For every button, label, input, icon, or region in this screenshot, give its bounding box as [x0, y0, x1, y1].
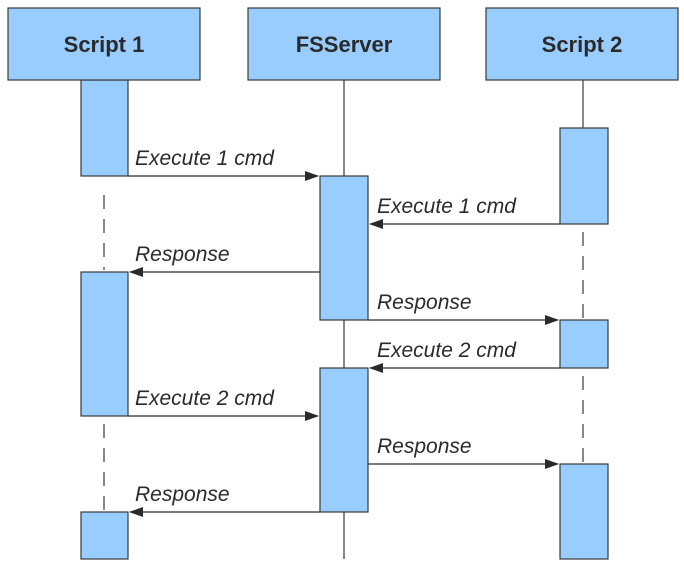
activation-box	[319, 367, 369, 513]
participant-script-2: Script 2	[485, 7, 679, 81]
participants: Script 1 FSServer Script 2	[7, 7, 679, 81]
message-label: Execute 1 cmd	[377, 195, 517, 218]
participant-label: Script 2	[542, 32, 623, 57]
activation-box	[559, 463, 609, 560]
participant-box	[485, 7, 679, 81]
activation-box	[80, 79, 129, 177]
activation-box	[80, 271, 129, 417]
participant-box	[7, 7, 201, 81]
message-label: Response	[377, 291, 472, 314]
activation-box	[559, 127, 609, 225]
participant-label: FSServer	[296, 32, 393, 57]
message-label: Execute 2 cmd	[135, 387, 275, 410]
message-label: Response	[377, 435, 472, 458]
activation-box	[80, 511, 129, 560]
activations	[80, 79, 609, 560]
participant-script-1: Script 1	[7, 7, 201, 81]
activation-box	[319, 175, 369, 321]
message-label: Response	[135, 243, 230, 266]
messages: Execute 1 cmd Execute 1 cmd Response Res…	[128, 147, 560, 517]
activation-box	[559, 319, 609, 369]
participant-box	[247, 7, 441, 81]
message-label: Execute 1 cmd	[135, 147, 275, 170]
participant-label: Script 1	[64, 32, 145, 57]
message-label: Execute 2 cmd	[377, 339, 517, 362]
message-label: Response	[135, 483, 230, 506]
participant-fsserver: FSServer	[247, 7, 441, 81]
